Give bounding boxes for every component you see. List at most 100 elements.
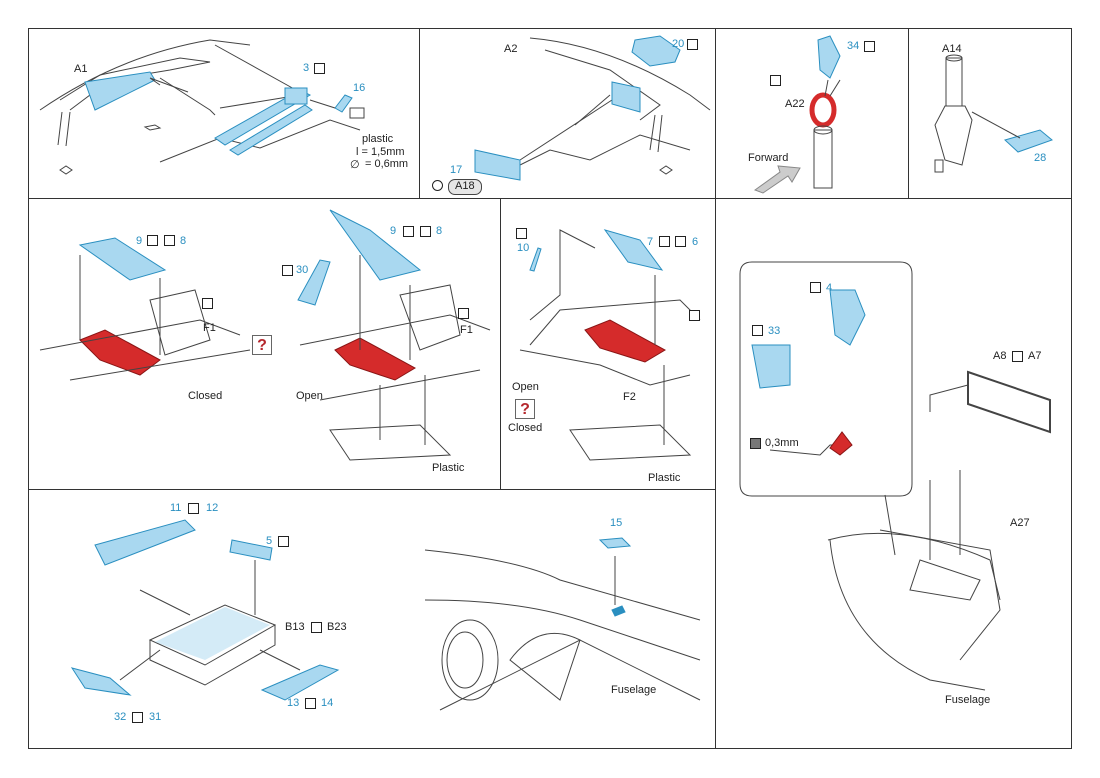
paint-square-icon: [689, 310, 700, 321]
question-icon: ?: [515, 399, 535, 419]
twist-yin-yang-icon: [1012, 351, 1023, 362]
panel5-drawing-open: [299, 255, 491, 461]
plastic-label: Plastic: [432, 462, 465, 474]
part-number-12: 12: [206, 502, 219, 514]
paint-square-icon: [458, 308, 469, 319]
forward-label: Forward: [748, 152, 789, 164]
twist-yin-yang-icon: [188, 503, 199, 514]
panel4-drawing: [934, 54, 973, 173]
part-number-8: 8: [180, 235, 187, 247]
fold-tick-icon: [752, 325, 763, 336]
plastic-length: l = 1,5mm: [356, 146, 405, 158]
part-number-15: 15: [610, 517, 623, 529]
panel3-drawing: [813, 79, 833, 189]
etch-part-9-open: [329, 209, 422, 281]
part-label-a1: A1: [74, 63, 88, 75]
red-part-closed: [79, 329, 161, 376]
forward-arrow: [753, 165, 801, 194]
leader-28: [971, 111, 1021, 139]
fold-tick-icon: [864, 41, 875, 52]
closed-label: Closed: [188, 390, 223, 402]
fold-tick-icon: [314, 63, 325, 74]
etch-part-16: [334, 94, 353, 113]
twist-yin-yang-icon: [675, 236, 686, 247]
etch-part-28: [1004, 129, 1053, 153]
fold-tick-icon: [147, 235, 158, 246]
fuselage-edge: [159, 119, 361, 163]
panel2-drawing: [509, 37, 711, 175]
twist-yin-yang-icon: [420, 226, 431, 237]
panel9-drawing: [424, 549, 701, 711]
inset-callout: [739, 261, 913, 497]
panel7-drawing: [739, 261, 1001, 691]
etch-part-9-closed: [78, 237, 167, 281]
part-number-30: 30: [296, 264, 309, 276]
etch-part-10: [529, 247, 542, 272]
strut-left: [57, 111, 71, 147]
small-block: [143, 124, 162, 131]
etch-part-5: [229, 539, 273, 561]
tray-etch-fill: [155, 607, 270, 660]
twist-yin-yang-icon: [516, 228, 527, 239]
part-number-11: 11: [170, 502, 182, 514]
part-number-32: 32: [114, 711, 127, 723]
part-label-f1: F1: [203, 322, 216, 334]
part-label-b23: B23: [327, 621, 347, 633]
etch-part-20: [631, 35, 681, 67]
twist-yin-yang-icon: [132, 712, 143, 723]
part-label-b13: B13: [285, 621, 305, 633]
leader-arrows: [149, 77, 841, 440]
closed-label-f2: Closed: [508, 422, 543, 434]
etch-part-3: [214, 87, 313, 156]
part-label-a7: A7: [1028, 350, 1042, 362]
etch-part-34: [817, 35, 841, 79]
etch-part-30: [297, 259, 331, 306]
thickness-label: 0,3mm: [765, 437, 799, 449]
plastic-label-f2: Plastic: [648, 472, 681, 484]
open-label-f2: Open: [512, 381, 539, 393]
panel1-drawing: [39, 39, 361, 175]
twist-yin-yang-icon: [164, 235, 175, 246]
part-number-10: 10: [517, 242, 530, 254]
fuselage-label-right: Fuselage: [945, 694, 991, 706]
part-number-34: 34: [847, 40, 860, 52]
paint-square-icon: [202, 298, 213, 309]
leader-16: [309, 99, 336, 109]
panel8-drawing: [119, 560, 301, 686]
part-label-a2: A2: [504, 43, 518, 55]
panel-grid: [28, 28, 1072, 749]
open-label: Open: [296, 390, 323, 402]
part-number-13: 13: [287, 697, 300, 709]
leader-lines: [159, 44, 306, 116]
plastic-title: plastic: [362, 133, 394, 145]
part-number-5: 5: [266, 535, 273, 547]
part-label-a27: A27: [1010, 517, 1030, 529]
etch-part-4: [829, 289, 866, 346]
etch-part-13: [260, 664, 340, 701]
part-label-a8: A8: [993, 350, 1007, 362]
part-number-7: 7: [647, 236, 654, 248]
fuselage-label: Fuselage: [611, 684, 657, 696]
part-number-9-open: 9: [390, 225, 397, 237]
part-number-3: 3: [303, 62, 310, 74]
part-number-33: 33: [768, 325, 781, 337]
etch-part-33: [751, 344, 791, 389]
part-ref-a18: A18: [448, 179, 482, 195]
part-number-28: 28: [1034, 152, 1047, 164]
fuselage-mark: [611, 605, 626, 617]
fold-tick-icon: [687, 39, 698, 50]
etch-area-a2: [611, 81, 641, 113]
fold-tick-icon: [810, 282, 821, 293]
twist-yin-yang-icon: [305, 698, 316, 709]
part-number-17: 17: [450, 164, 463, 176]
question-icon: ?: [252, 335, 272, 355]
part-number-20: 20: [672, 38, 685, 50]
etch-part-15: [598, 537, 632, 549]
plastic-diameter: = 0,6mm: [365, 158, 409, 170]
part-number-6: 6: [692, 236, 699, 248]
diameter-symbol: ∅: [350, 159, 360, 171]
part-number-4: 4: [826, 282, 833, 294]
red-part-open: [334, 337, 417, 381]
small-piece: [59, 165, 73, 175]
